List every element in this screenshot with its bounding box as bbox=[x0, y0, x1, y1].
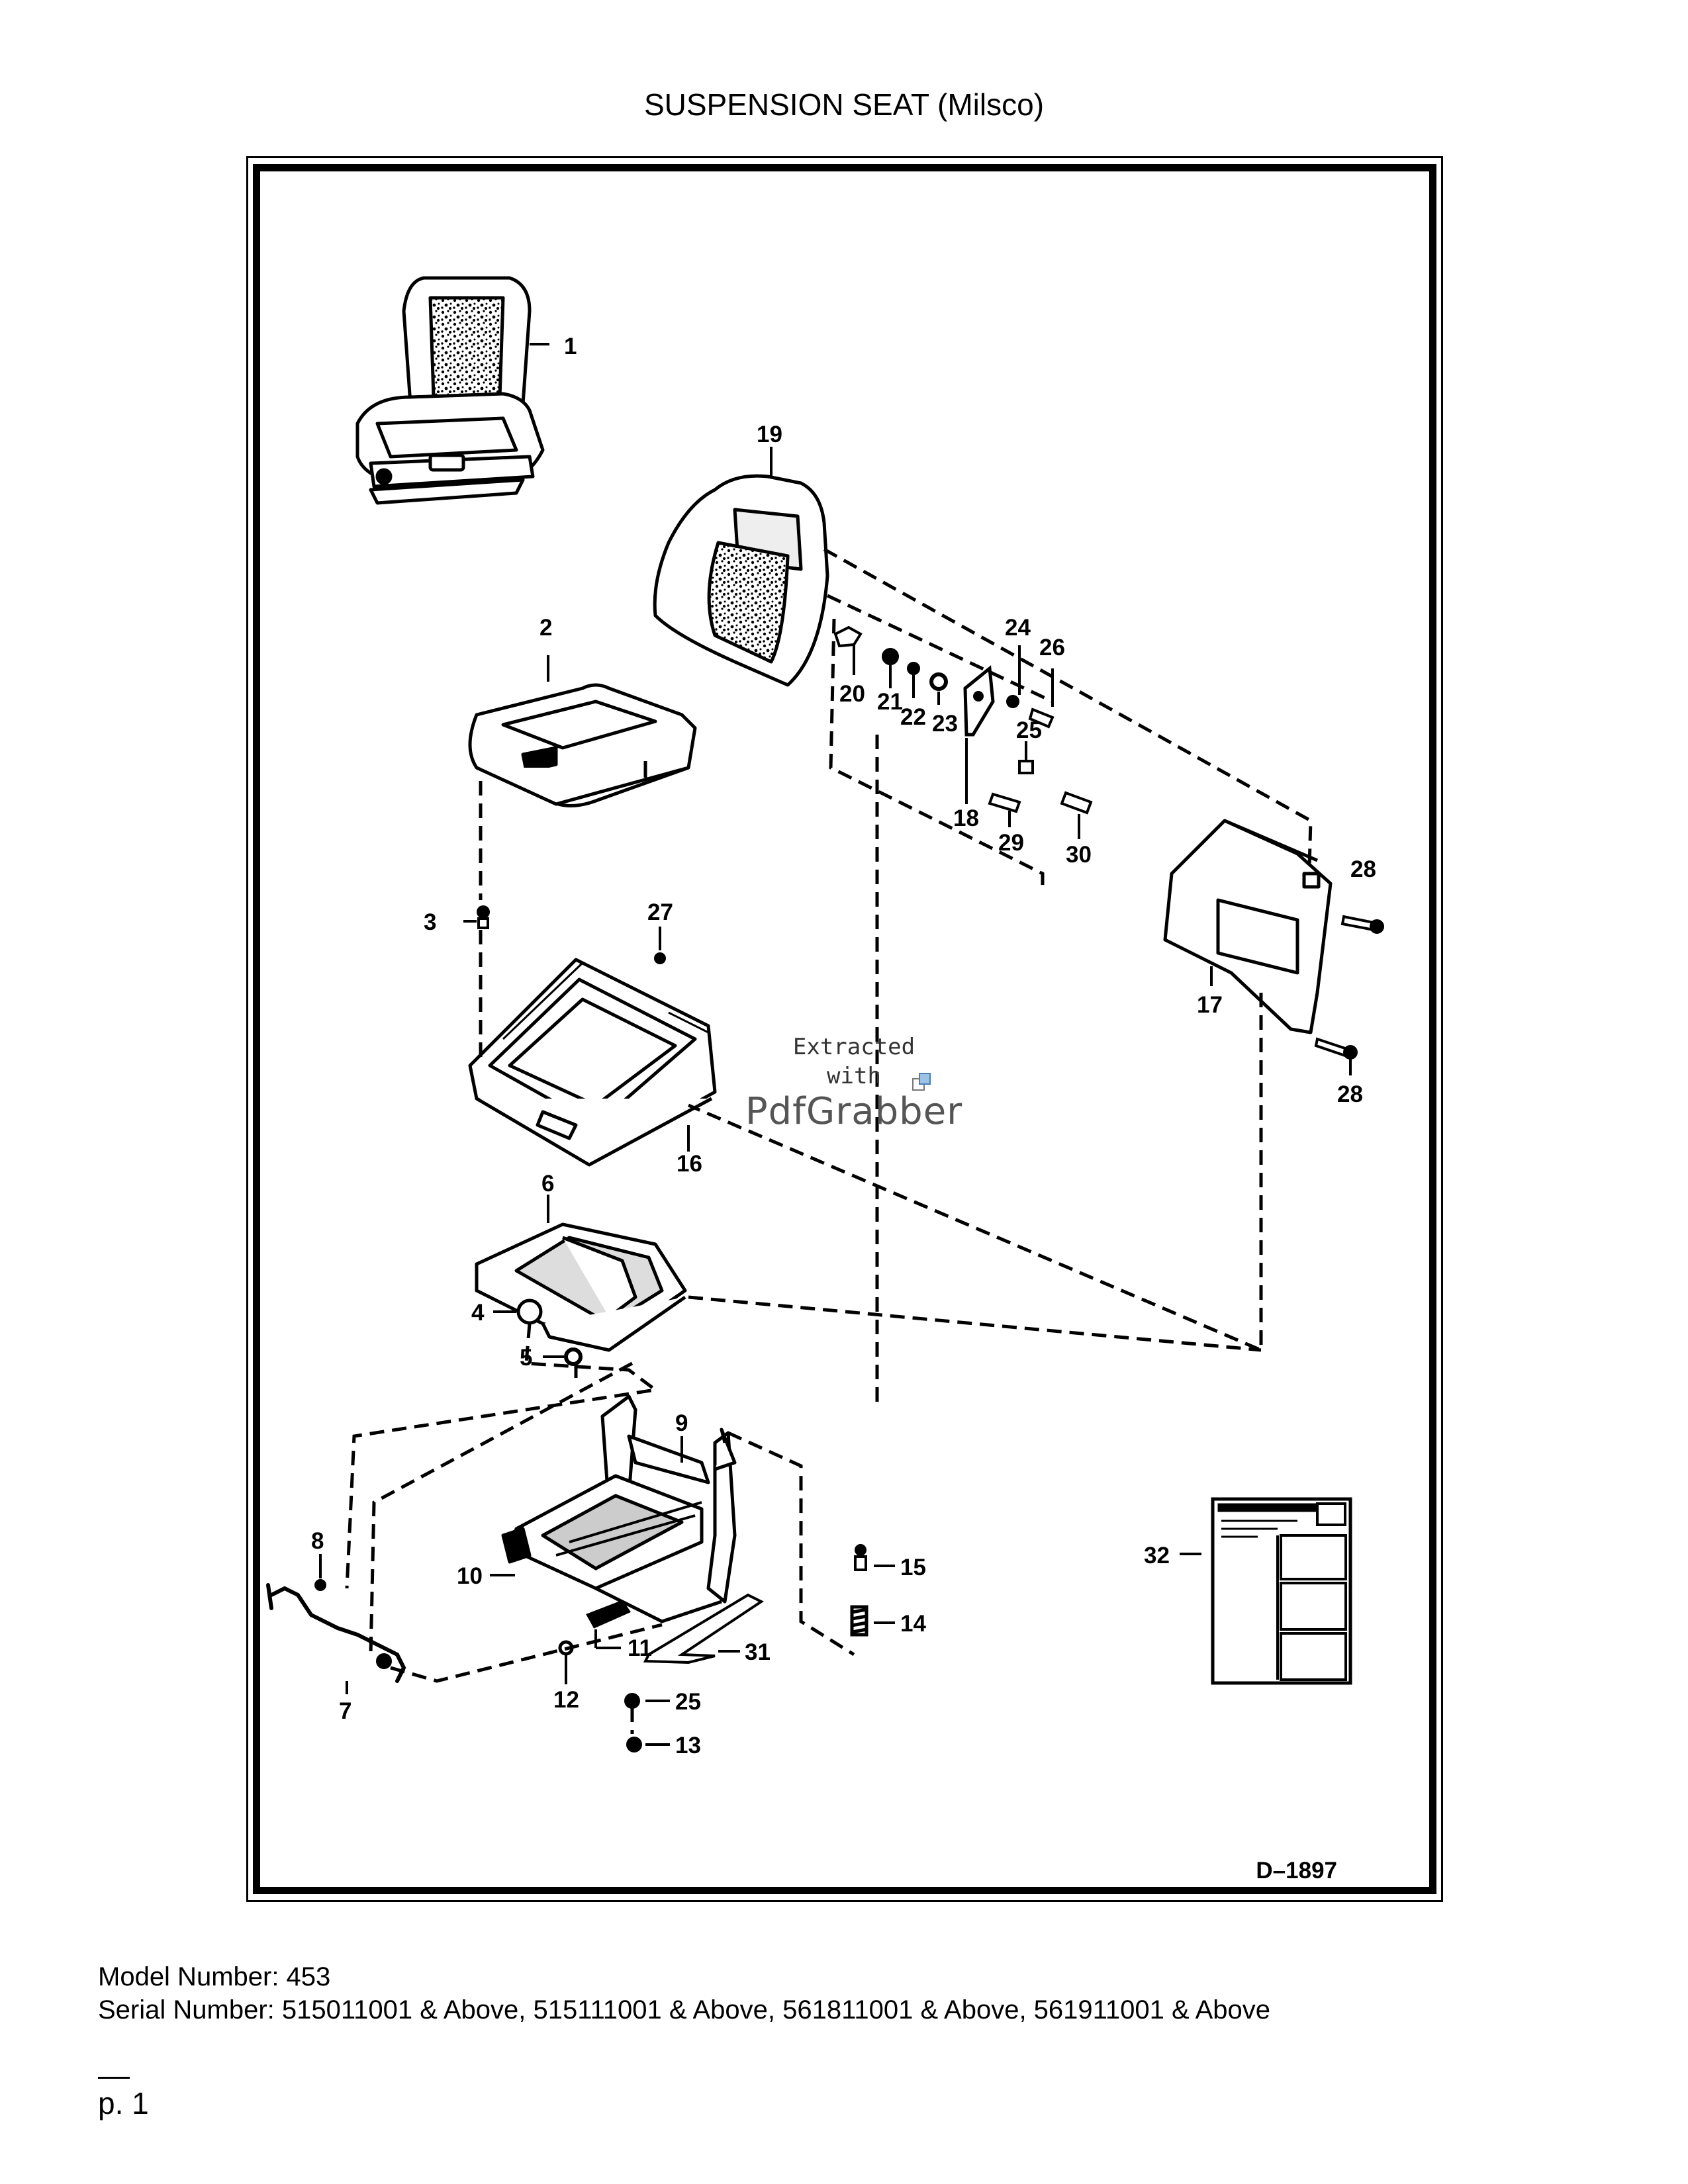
callout-1: 1 bbox=[564, 334, 577, 359]
watermark-brand: PdfGrabber bbox=[745, 1090, 963, 1133]
page-rule bbox=[98, 2077, 130, 2079]
callout-25a: 25 bbox=[1016, 717, 1042, 743]
callout-24: 24 bbox=[1005, 615, 1031, 641]
callout-32: 32 bbox=[1144, 1543, 1170, 1569]
callout-3: 3 bbox=[424, 909, 436, 935]
part-complete-seat bbox=[355, 276, 545, 505]
part-bushing-25b bbox=[624, 1693, 640, 1709]
callout-26: 26 bbox=[1039, 635, 1065, 660]
callout-22: 22 bbox=[900, 704, 926, 730]
callout-16: 16 bbox=[677, 1151, 702, 1177]
part-back-shell bbox=[1163, 819, 1333, 1034]
part-seat-base bbox=[475, 1222, 687, 1352]
part-fastener-3 bbox=[477, 905, 490, 929]
callout-labels: 1 19 2 24 26 20 21 22 23 25 18 29 30 28 … bbox=[311, 334, 1376, 1758]
callout-8: 8 bbox=[311, 1528, 324, 1554]
page-title: SUSPENSION SEAT (Milsco) bbox=[643, 87, 1045, 122]
callout-20: 20 bbox=[839, 681, 865, 707]
callout-18: 18 bbox=[953, 805, 979, 831]
hardware-group-back bbox=[833, 625, 1093, 815]
part-bolt-28 bbox=[1314, 915, 1384, 1060]
part-suspension-frame bbox=[501, 1394, 737, 1623]
part-pin-8 bbox=[314, 1579, 326, 1591]
part-strap-31 bbox=[643, 1593, 764, 1664]
callout-28b: 28 bbox=[1337, 1081, 1363, 1107]
callout-12: 12 bbox=[553, 1687, 579, 1713]
watermark-window-icon bbox=[912, 1073, 931, 1091]
diagram-frame-outer bbox=[246, 156, 1443, 1902]
watermark-line-2: with bbox=[827, 1063, 881, 1089]
watermark-line-1: Extracted bbox=[792, 1034, 915, 1060]
callout-2: 2 bbox=[539, 615, 552, 641]
part-latch-11 bbox=[586, 1600, 631, 1629]
callout-21: 21 bbox=[877, 689, 903, 715]
part-nut-5 bbox=[564, 1347, 583, 1366]
callout-25b: 25 bbox=[675, 1689, 701, 1715]
callout-14: 14 bbox=[900, 1611, 926, 1637]
model-number: Model Number: 453 bbox=[98, 1962, 331, 1991]
callout-11: 11 bbox=[628, 1635, 652, 1661]
part-seat-pan bbox=[468, 958, 717, 1167]
serial-number: Serial Number: 515011001 & Above, 515111… bbox=[98, 1995, 1271, 2025]
callout-27: 27 bbox=[647, 899, 673, 925]
callout-7: 7 bbox=[339, 1698, 352, 1724]
callout-10: 10 bbox=[457, 1563, 483, 1589]
callout-9: 9 bbox=[675, 1410, 688, 1436]
part-nut-13 bbox=[626, 1737, 642, 1752]
callout-17: 17 bbox=[1197, 992, 1223, 1018]
callout-5: 5 bbox=[520, 1345, 532, 1371]
callout-30: 30 bbox=[1066, 842, 1092, 868]
callout-31: 31 bbox=[745, 1639, 771, 1665]
callout-28a: 28 bbox=[1350, 856, 1376, 882]
callout-19: 19 bbox=[757, 422, 782, 447]
diagram-frame bbox=[253, 164, 1436, 1894]
part-cap-15 bbox=[854, 1544, 867, 1571]
diagram-code: D–1897 bbox=[1256, 1858, 1337, 1884]
part-knob-4 bbox=[516, 1298, 543, 1325]
callout-15: 15 bbox=[900, 1555, 926, 1580]
part-linkage-rod bbox=[266, 1583, 406, 1683]
callout-4: 4 bbox=[471, 1300, 485, 1326]
part-seat-cushion bbox=[468, 683, 697, 807]
callout-29: 29 bbox=[998, 830, 1024, 856]
part-decal-32 bbox=[1211, 1497, 1352, 1685]
callout-23: 23 bbox=[932, 711, 958, 737]
callout-13: 13 bbox=[675, 1733, 701, 1758]
part-nut-27 bbox=[654, 952, 666, 964]
pdfgrabber-watermark: Extracted with PdfGrabber bbox=[735, 1032, 973, 1133]
callout-6: 6 bbox=[541, 1171, 554, 1197]
alignment-dashed-lines bbox=[345, 547, 1313, 1734]
part-back-cushion bbox=[653, 474, 829, 687]
part-spring-14 bbox=[850, 1605, 868, 1637]
page-number: p. 1 bbox=[98, 2086, 149, 2120]
